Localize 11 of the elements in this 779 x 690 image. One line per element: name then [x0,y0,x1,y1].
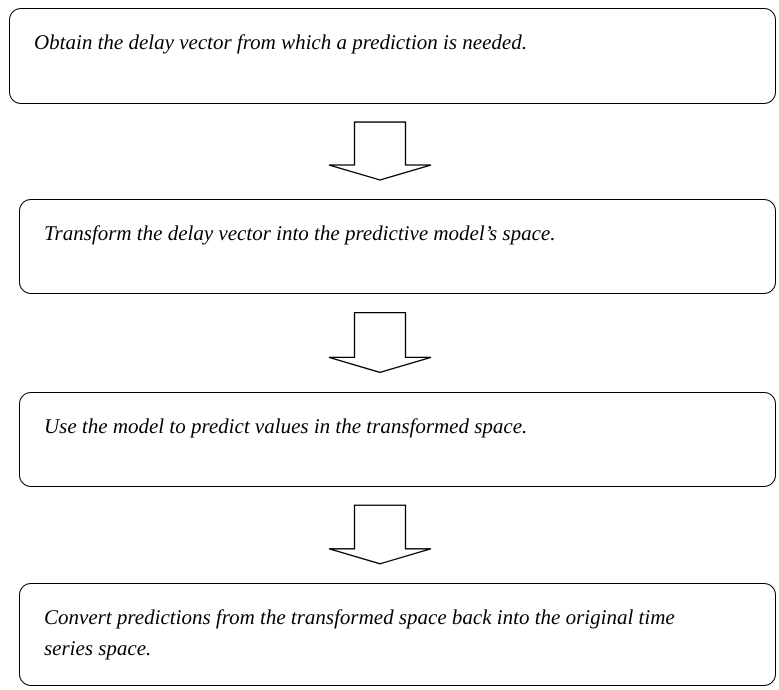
process-box [19,392,776,487]
step-text: Transform the delay vector into the predictive model’s space. [44,220,556,247]
block-arrow [328,504,432,564]
step-text: Obtain the delay vector from which a prediction is needed. [34,29,528,56]
step-text: Use the model to predict values in the transformed space. [44,413,528,440]
block-arrow [328,312,432,374]
process-box [9,8,776,104]
process-box [19,583,776,686]
block-arrow [328,121,432,181]
process-box [19,199,776,294]
step-text: Convert predictions from the transformed space back into the original time series space. [44,604,676,662]
